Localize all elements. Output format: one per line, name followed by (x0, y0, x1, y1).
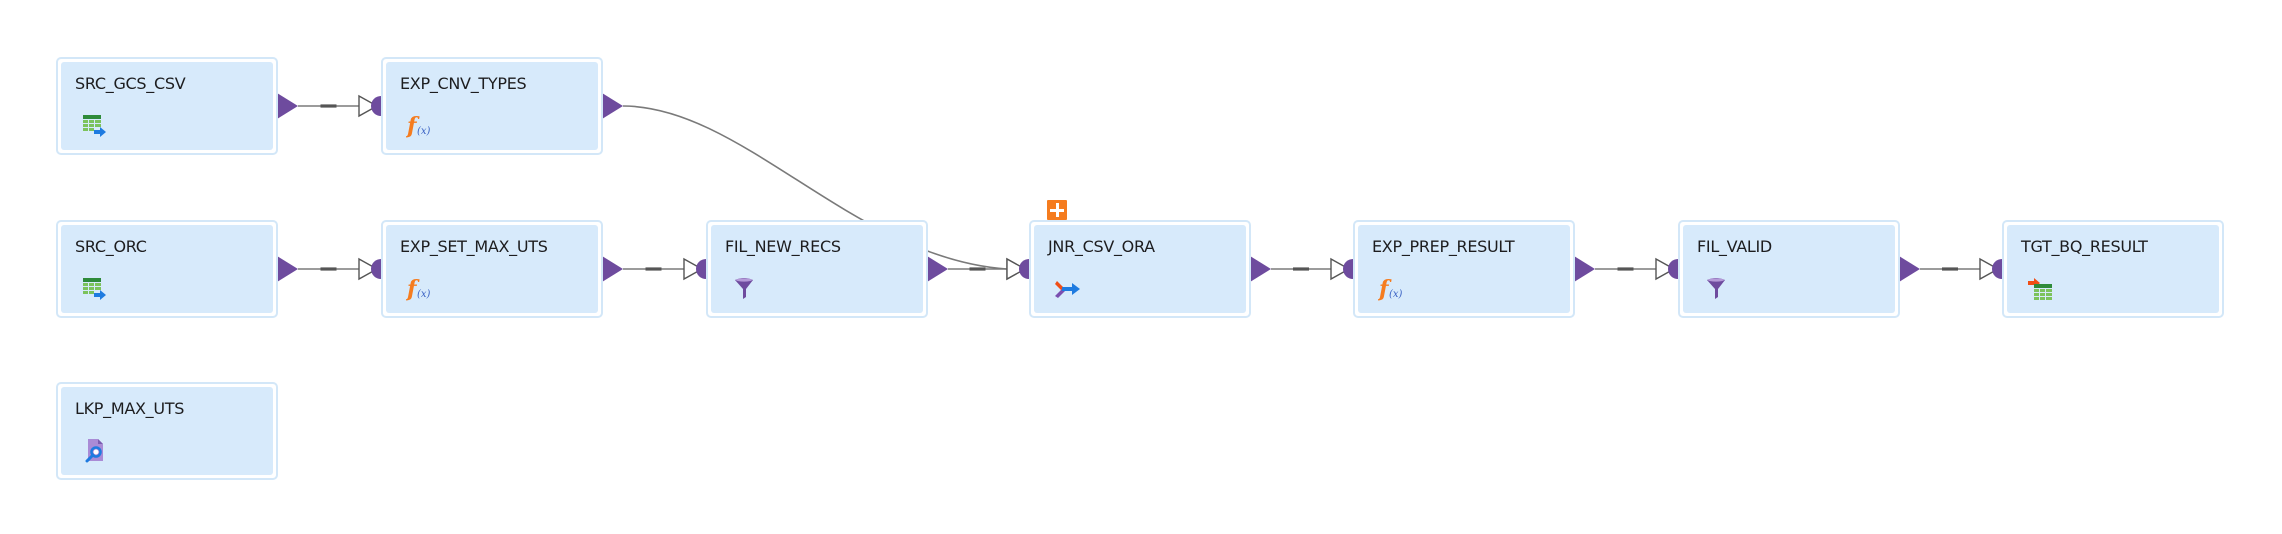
expression-fx-icon: f(x) (405, 275, 432, 302)
expand-plus-icon[interactable] (1047, 200, 1067, 220)
output-port-icon[interactable] (1574, 256, 1595, 282)
svg-text:(x): (x) (1389, 289, 1403, 300)
output-port-icon[interactable] (927, 256, 948, 282)
output-port-icon[interactable] (602, 93, 623, 119)
node-label: EXP_PREP_RESULT (1372, 237, 1515, 256)
node-body: FIL_NEW_RECS (711, 225, 923, 313)
output-port-icon[interactable] (1250, 256, 1271, 282)
output-port-icon[interactable] (277, 93, 298, 119)
node-label: EXP_SET_MAX_UTS (400, 237, 548, 256)
svg-text:f: f (406, 276, 420, 301)
node-label: TGT_BQ_RESULT (2021, 237, 2148, 256)
node-label: SRC_ORC (75, 237, 147, 256)
input-arrow-icon (683, 257, 704, 281)
output-port-icon[interactable] (602, 256, 623, 282)
link-midpoint-handle[interactable] (1293, 267, 1309, 271)
node-label: LKP_MAX_UTS (75, 399, 185, 418)
source-table-icon (81, 112, 107, 138)
node-label: FIL_VALID (1697, 237, 1772, 256)
node-src-orc[interactable]: SRC_ORC (56, 220, 278, 318)
link-midpoint-handle[interactable] (320, 267, 337, 271)
joiner-icon (1054, 275, 1080, 301)
node-label: FIL_NEW_RECS (725, 237, 841, 256)
lookup-icon (81, 437, 107, 463)
node-tgt-bq-result[interactable]: TGT_BQ_RESULT (2002, 220, 2224, 318)
node-body: LKP_MAX_UTS (61, 387, 273, 475)
node-lkp-max-uts[interactable]: LKP_MAX_UTS (56, 382, 278, 480)
input-arrow-icon (1979, 257, 2000, 281)
node-src-gcs-csv[interactable]: SRC_GCS_CSV (56, 57, 278, 155)
input-arrow-icon (1330, 257, 1351, 281)
svg-text:(x): (x) (417, 126, 431, 137)
link-midpoint-handle[interactable] (969, 267, 986, 271)
node-body: FIL_VALID (1683, 225, 1895, 313)
node-jnr-csv-ora[interactable]: JNR_CSV_ORA (1029, 220, 1251, 318)
node-label: EXP_CNV_TYPES (400, 74, 527, 93)
node-body: SRC_ORC (61, 225, 273, 313)
link-midpoint-handle[interactable] (1617, 267, 1634, 271)
node-body: JNR_CSV_ORA (1034, 225, 1246, 313)
link-midpoint-handle[interactable] (320, 104, 337, 108)
link-midpoint-handle[interactable] (1942, 267, 1958, 271)
svg-text:f: f (406, 113, 420, 138)
node-label: SRC_GCS_CSV (75, 74, 186, 93)
input-arrow-icon (1006, 257, 1027, 281)
node-fil-new-recs[interactable]: FIL_NEW_RECS (706, 220, 928, 318)
input-arrow-icon (358, 257, 379, 281)
input-arrow-icon (1006, 257, 1027, 281)
output-port-icon[interactable] (277, 256, 298, 282)
expression-fx-icon: f(x) (405, 112, 432, 139)
filter-funnel-icon (1703, 275, 1729, 301)
input-arrow-icon (358, 94, 379, 118)
expression-fx-icon: f(x) (1377, 275, 1404, 302)
node-fil-valid[interactable]: FIL_VALID (1678, 220, 1900, 318)
svg-text:(x): (x) (417, 289, 431, 300)
input-arrow-icon (1655, 257, 1676, 281)
filter-funnel-icon (731, 275, 757, 301)
node-label: JNR_CSV_ORA (1048, 237, 1155, 256)
output-port-icon[interactable] (1899, 256, 1920, 282)
target-table-icon (2027, 275, 2053, 301)
link-midpoint-handle[interactable] (645, 267, 662, 271)
svg-text:f: f (1378, 276, 1392, 301)
source-table-icon (81, 275, 107, 301)
node-body: TGT_BQ_RESULT (2007, 225, 2219, 313)
node-body: SRC_GCS_CSV (61, 62, 273, 150)
